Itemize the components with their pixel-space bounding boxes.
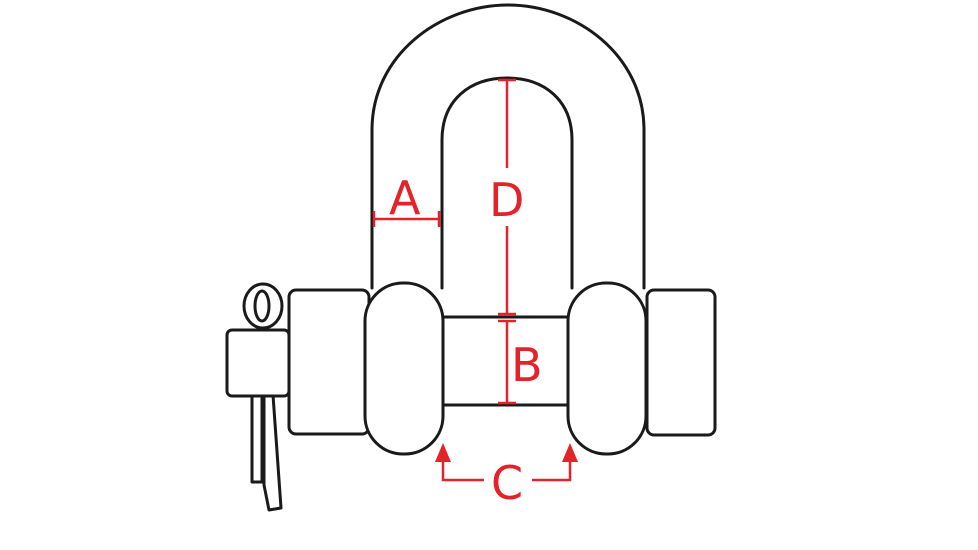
bow-outer-edge (370, 3, 646, 290)
nut-right (645, 288, 717, 437)
eye-left (363, 281, 445, 456)
dimension-c: C (435, 443, 578, 510)
cotter-pin-ring-inner (253, 289, 271, 323)
cotter-pin (242, 282, 284, 512)
nut-left (287, 288, 371, 436)
dimension-b: B (498, 319, 543, 405)
dimension-a: A (372, 171, 441, 227)
label-d: D (489, 173, 524, 227)
arrow-up-right-icon (562, 443, 578, 462)
cotter-pin-leg-2 (262, 393, 283, 512)
shackle-bow (370, 3, 646, 290)
dimension-d: D (489, 78, 524, 316)
cotter-pin-leg-1 (250, 393, 264, 484)
eye-right (566, 281, 648, 456)
label-c: C (491, 456, 523, 510)
pin-shaft (428, 315, 582, 407)
pin-end-left (225, 328, 291, 398)
label-a: A (389, 171, 421, 225)
arrow-up-left-icon (435, 443, 451, 462)
label-b: B (511, 338, 543, 392)
bow-inner-edge (440, 76, 574, 290)
